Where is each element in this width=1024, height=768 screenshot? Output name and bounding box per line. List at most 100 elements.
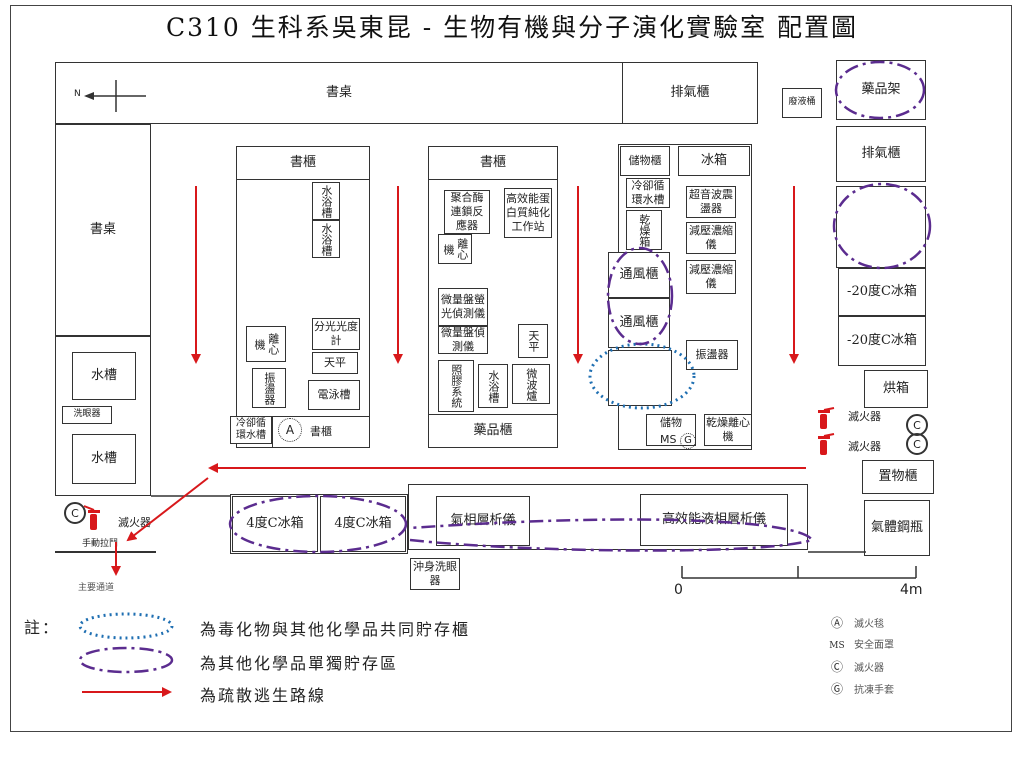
- microwave: 微波爐: [512, 364, 550, 404]
- bookcase-b: 書櫃: [428, 146, 558, 180]
- extinguisher-icon-2: [818, 433, 835, 455]
- gloves-icon: Ⓖ: [830, 682, 843, 696]
- extinguisher-label-2: 滅火器: [848, 440, 881, 453]
- symbol-safety-mask: MS 安全面罩: [820, 636, 894, 651]
- rotary-evaporator-2: 減壓濃縮儀: [686, 260, 736, 294]
- separate-storage-fridges: [228, 494, 408, 554]
- scale-bar: [681, 566, 917, 579]
- bookcase-a: 書櫃: [236, 146, 370, 180]
- shared-storage-cabinet: [608, 350, 672, 406]
- spectrophotometer: 分光光度計: [312, 318, 360, 350]
- desk-left: 書桌: [55, 124, 151, 336]
- chemical-cabinet: 藥品櫃: [428, 414, 558, 448]
- safety-mask-icon: MS: [829, 641, 845, 651]
- legend-note: 註：: [24, 618, 61, 637]
- sink-2: 水槽: [72, 434, 136, 484]
- symbol-fire-blanket: Ⓐ 滅火毯: [820, 614, 884, 631]
- fridge-4c-a: 4度C冰箱: [232, 496, 318, 552]
- dry-cabinet: 乾燥箱: [626, 210, 662, 250]
- right-storage-area: [836, 186, 926, 268]
- dry-centrifuge: 乾燥離心機: [704, 414, 752, 446]
- extinguisher-symbol-icon: Ⓒ: [830, 660, 843, 674]
- symbol-gloves-text: 抗凍手套: [854, 685, 894, 696]
- safety-mask-ms: MS: [660, 433, 677, 446]
- extinguisher-icon-3: [83, 505, 100, 530]
- plate-detector: 微量盤偵測儀: [438, 326, 488, 354]
- separate-storage-vent: [606, 246, 674, 346]
- gloves-mark: G: [679, 433, 696, 449]
- symbol-gloves: Ⓖ 抗凍手套: [820, 680, 894, 697]
- ventilation-cabinet-2: 通風櫃: [608, 298, 670, 348]
- main-passage-label: 主要通道: [78, 583, 115, 593]
- fridge-4c-b: 4度C冰箱: [320, 496, 406, 552]
- separate-storage-drug-rack: [834, 60, 926, 120]
- fire-blanket-mark: A: [278, 418, 302, 442]
- gas-cylinder: 氣體鋼瓶: [864, 500, 930, 556]
- fridge-c: 冰箱: [678, 146, 750, 176]
- legend-shared-sample: [78, 612, 174, 640]
- centrifuge-b: 離心機: [438, 234, 472, 264]
- extinguisher-icon-1: [818, 407, 835, 429]
- compass: N: [70, 78, 150, 114]
- water-bath-b: 水浴槽: [478, 364, 508, 408]
- symbol-fire-blanket-text: 滅火毯: [854, 619, 884, 630]
- scale-start: 0: [674, 582, 683, 598]
- fire-blanket-letter: A: [285, 423, 295, 437]
- legend-item-shared: 為毒化物與其他化學品共同貯存櫃: [200, 620, 471, 639]
- eyewash: 洗眼器: [62, 406, 112, 424]
- protein-purification-station: 高效能蛋白質純化工作站: [504, 188, 552, 238]
- extinguisher-c2: C: [913, 437, 921, 451]
- legend-separate-sample: [78, 646, 174, 674]
- rotary-evaporator-1: 減壓濃縮儀: [686, 222, 736, 254]
- shaker-a: 振盪器: [252, 368, 286, 408]
- page-title: C310 生科系吳東昆 - 生物有機與分子演化實驗室 配置圖: [165, 13, 859, 42]
- safety-mask-mark: MS G: [660, 433, 696, 449]
- plate-reader: 微量盤螢光偵測儀: [438, 288, 488, 326]
- legend-item-evac: 為疏散逃生路線: [200, 686, 327, 705]
- waste-bin: 廢液桶: [782, 88, 822, 118]
- centrifuge-a: 離心機: [246, 326, 286, 362]
- extinguisher-circle-3: C: [64, 502, 86, 524]
- chiller-c: 冷卻循環水槽: [626, 178, 670, 208]
- symbol-safety-mask-text: 安全面罩: [854, 640, 894, 651]
- symbol-extinguisher: Ⓒ 滅火器: [820, 658, 884, 675]
- chiller-a: 冷卻循環水槽: [230, 416, 272, 444]
- ultrasonic-shaker: 超音波震盪器: [686, 186, 736, 218]
- storage-c2: 儲物: [646, 414, 696, 446]
- north-arrow-icon: [84, 80, 146, 112]
- extinguisher-label-1: 滅火器: [848, 410, 881, 423]
- fume-hood-right: 排氣櫃: [836, 126, 926, 182]
- extinguisher-c3: C: [71, 506, 79, 520]
- freezer-1: -20度C冰箱: [838, 268, 926, 316]
- balance-b: 天平: [518, 324, 548, 358]
- legend-item-separate: 為其他化學品單獨貯存區: [200, 654, 399, 673]
- desk-top: 書桌: [55, 62, 623, 124]
- fire-blanket-icon: Ⓐ: [830, 616, 843, 630]
- evac-arrow-diag: [126, 477, 209, 542]
- storage-shelf: 置物櫃: [862, 460, 934, 494]
- extinguisher-label-3: 滅火器: [118, 516, 151, 529]
- oven: 烘箱: [864, 370, 928, 408]
- pcr-machine: 聚合酶連鎖反應器: [444, 190, 490, 234]
- safety-shower: 沖身洗眼器: [410, 558, 460, 590]
- scale-end: 4m: [900, 582, 923, 598]
- north-label: N: [74, 89, 81, 99]
- gel-imaging: 照膠系統: [438, 360, 474, 412]
- symbol-extinguisher-text: 滅火器: [854, 663, 884, 674]
- fume-hood-top: 排氣櫃: [622, 62, 758, 124]
- balance-a: 天平: [312, 352, 358, 374]
- extinguisher-c1: C: [913, 418, 921, 432]
- freezer-2: -20度C冰箱: [838, 316, 926, 366]
- separate-storage-right: [832, 182, 932, 270]
- separate-storage-bench: [409, 518, 814, 552]
- sink-1: 水槽: [72, 352, 136, 400]
- water-bath-2: 水浴槽: [312, 220, 340, 258]
- shared-storage-marker: [588, 342, 696, 410]
- manual-alarm-label: 手動拉鬥: [82, 539, 119, 549]
- electrophoresis-tank: 電泳槽: [308, 380, 360, 410]
- extinguisher-circle-2: C: [906, 433, 928, 455]
- water-bath-1: 水浴槽: [312, 182, 340, 220]
- diagram-frame: [10, 5, 1012, 732]
- shaker-c: 振盪器: [686, 340, 738, 370]
